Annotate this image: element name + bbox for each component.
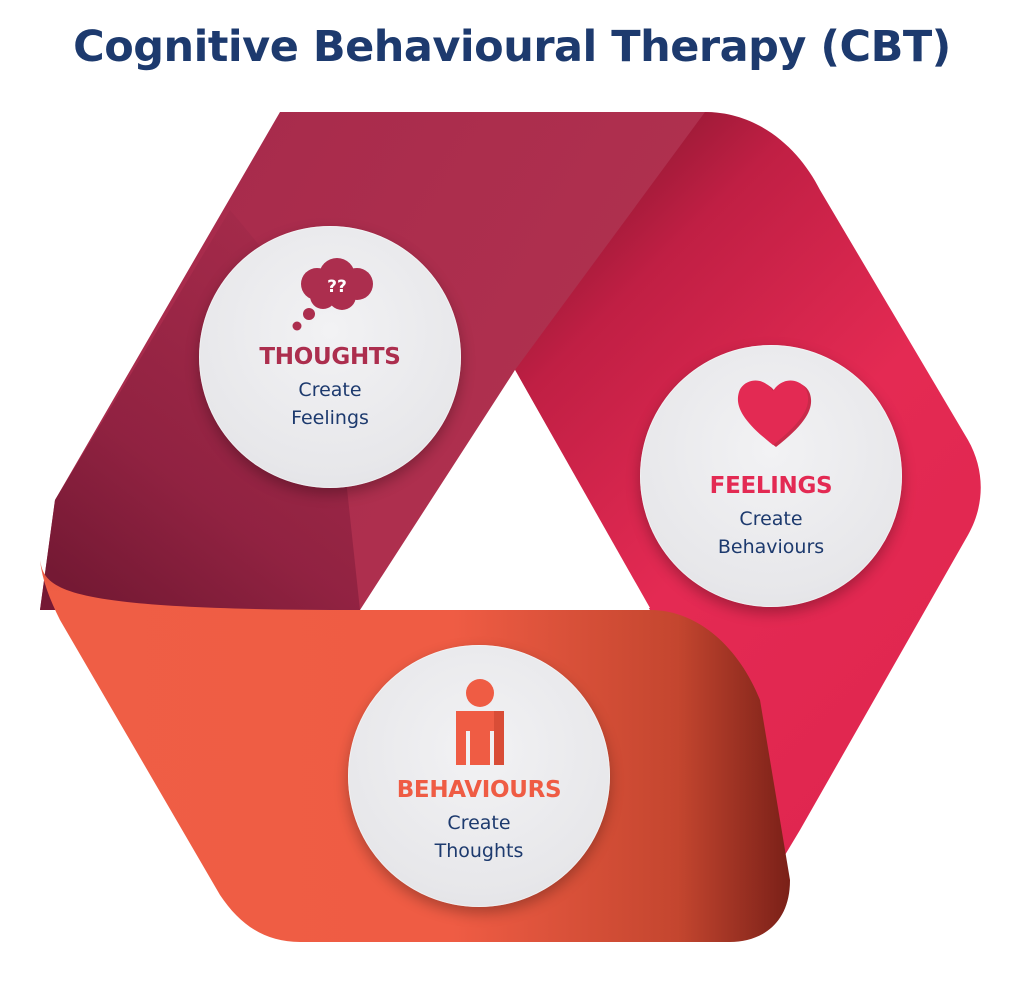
thoughts-line2: Feelings (291, 407, 369, 429)
feelings-label: FEELINGS (709, 473, 833, 499)
behaviours-band-shade (40, 560, 670, 660)
thoughts-line1: Create (298, 379, 362, 401)
behaviours-line2: Thoughts (434, 840, 524, 862)
thoughts-label: THOUGHTS (259, 344, 401, 370)
feelings-line1: Create (739, 508, 803, 530)
feelings-node: FEELINGS Create Behaviours (640, 345, 902, 607)
diagram-title: Cognitive Behavioural Therapy (CBT) (73, 22, 951, 72)
feelings-line2: Behaviours (717, 536, 825, 558)
thought-cloud-icon: ?? (292, 258, 373, 331)
behaviours-node: BEHAVIOURS Create Thoughts (348, 645, 610, 907)
person-icon (456, 679, 504, 765)
thoughts-node: ?? THOUGHTS Create Feelings (199, 226, 461, 488)
behaviours-label: BEHAVIOURS (396, 777, 562, 803)
center-triangle (378, 370, 650, 608)
behaviours-line1: Create (447, 812, 511, 834)
thought-cloud-text: ?? (327, 277, 347, 297)
heart-icon (737, 380, 812, 447)
